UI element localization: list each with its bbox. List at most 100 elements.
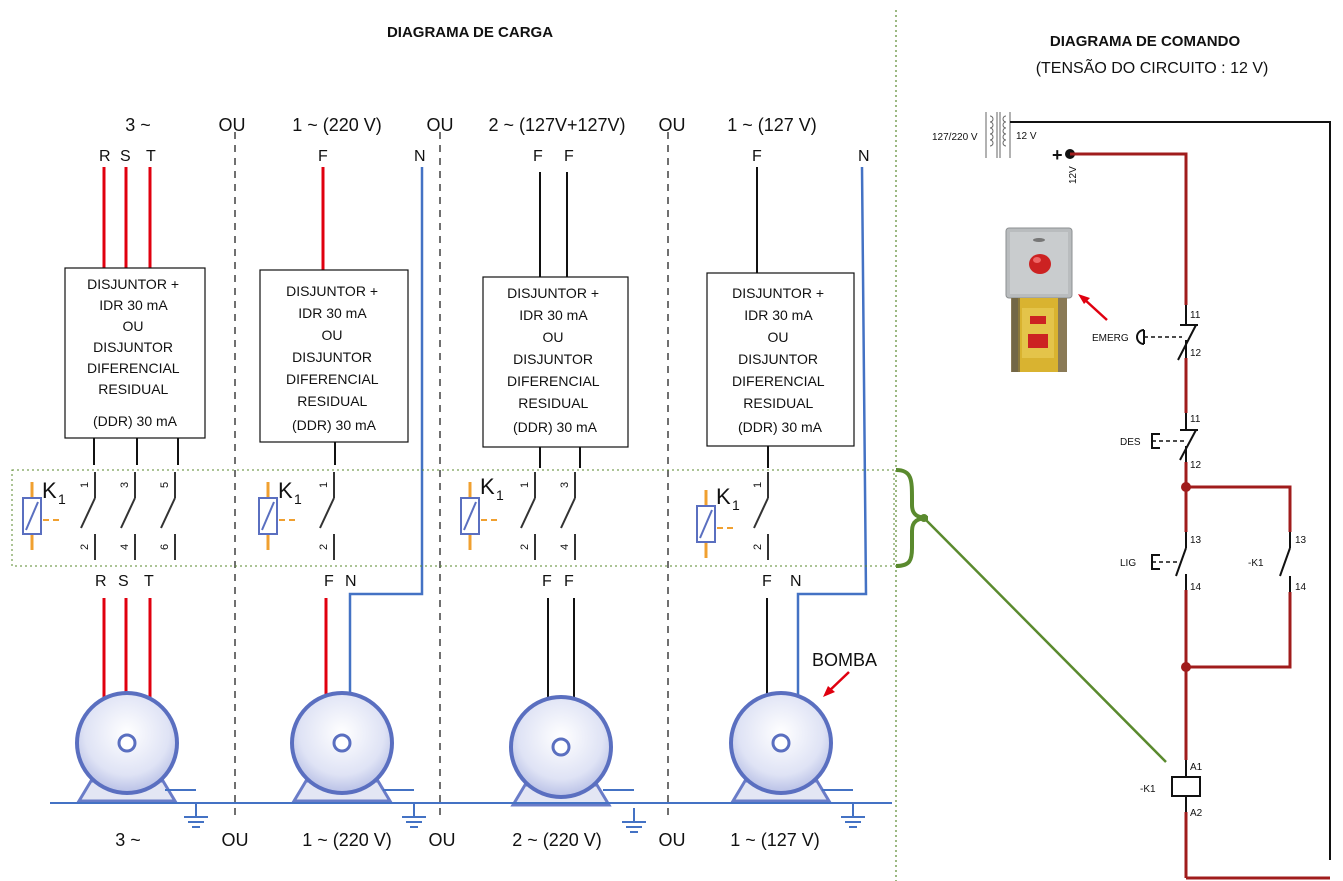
footer-3ph: 3 ~ [115,830,141,850]
breaker-box-2ph: DISJUNTOR + IDR 30 mA OU DISJUNTOR DIFER… [482,276,629,448]
svg-text:K: K [716,484,731,509]
junction-node [1181,482,1191,492]
column-separators [234,132,669,820]
label-f: F [564,148,574,165]
svg-text:11: 11 [1190,414,1201,425]
pump-label: BOMBA [812,650,877,670]
svg-text:K: K [278,478,293,503]
footer-ou-2: OU [429,830,456,850]
header-2ph-127: 2 ~ (127V+127V) [488,115,625,135]
svg-text:1: 1 [732,497,740,513]
motor-2ph [509,695,613,807]
header-3ph: 3 ~ [125,115,151,135]
contactor-band [11,469,895,567]
breaker-box-1ph-127: DISJUNTOR + IDR 30 mA OU DISJUNTOR DIFER… [706,272,855,447]
k1-aux-label: -K1 [1248,558,1264,569]
svg-text:2: 2 [519,544,531,550]
contactor-3ph: K 1 1 3 5 2 4 6 [21,471,176,561]
label-r: R [99,148,111,165]
footer-ou-3: OU [659,830,686,850]
svg-text:3: 3 [119,482,131,488]
top-terminal-labels: R S T F N F F F N [99,148,870,165]
svg-text:3: 3 [559,482,571,488]
svg-text:127/220 V: 127/220 V [932,132,978,143]
label-n: N [345,573,357,590]
svg-text:13: 13 [1190,535,1202,546]
svg-text:A2: A2 [1190,808,1203,819]
label-f: F [318,148,328,165]
svg-text:4: 4 [119,544,131,550]
ground-symbols [165,789,866,833]
svg-text:K: K [480,474,495,499]
svg-text:DISJUNTOR + IDR 30 mA: DISJUNTOR + IDR 30 mA OU DISJUNTOR DIFER… [732,285,828,435]
svg-text:A1: A1 [1190,762,1203,773]
label-s: S [120,148,131,165]
svg-text:1: 1 [519,482,531,488]
contactor-1ph-127: K 1 1 2 [695,471,769,561]
header-1ph-220: 1 ~ (220 V) [292,115,382,135]
label-n: N [790,573,802,590]
contactor-2ph: K 1 1 3 2 4 [459,471,576,561]
footer-ou-1: OU [222,830,249,850]
label-f: F [752,148,762,165]
footer-2ph-220: 2 ~ (220 V) [512,830,602,850]
header-1ph-127: 1 ~ (127 V) [727,115,817,135]
load-diagram-title: DIAGRAMA DE CARGA [387,24,553,41]
label-t: T [144,573,154,590]
emergency-stop: EMERG 11 12 [1092,305,1202,361]
top-headers: 3 ~ OU 1 ~ (220 V) OU 2 ~ (127V+127V) OU… [125,115,817,135]
svg-text:K: K [42,478,57,503]
svg-text:DISJUNTOR + IDR 30 mA: DISJUNTOR + IDR 30 mA OU DISJUNTOR DIFER… [286,283,382,433]
motor-1ph-127 [729,691,833,803]
svg-text:1: 1 [294,491,302,507]
header-ou-2: OU [427,115,454,135]
svg-text:1: 1 [318,482,330,488]
motor-3ph [75,691,179,803]
svg-text:2: 2 [752,544,764,550]
supply-label: 12V [1068,166,1079,184]
breaker-to-contactor-wires [93,438,769,468]
bottom-terminal-labels: R S T F N F F F N [95,573,802,590]
svg-text:DISJUNTOR + IDR 30 mA: DISJUNTOR + IDR 30 mA OU DISJUNTOR DIFER… [87,276,183,429]
header-ou-1: OU [219,115,246,135]
svg-text:1: 1 [496,487,504,503]
svg-text:2: 2 [318,544,330,550]
footer-1ph-220: 1 ~ (220 V) [302,830,392,850]
svg-text:14: 14 [1190,582,1202,593]
pump-arrow-icon [823,671,850,697]
junction-node [1181,662,1191,672]
svg-text:1: 1 [752,482,764,488]
contactor-1ph-220: K 1 1 2 [257,471,335,561]
emergency-button-photo [1005,227,1073,372]
svg-text:12: 12 [1190,348,1202,359]
coil-label: -K1 [1140,784,1156,795]
label-f: F [762,573,772,590]
plus-sign: + [1052,145,1063,165]
svg-text:5: 5 [159,482,171,488]
transformer-icon: 127/220 V 12 V [932,112,1037,158]
label-f: F [564,573,574,590]
breaker-box-3ph: DISJUNTOR + IDR 30 mA OU DISJUNTOR DIFER… [64,267,206,439]
top-wires [102,166,868,695]
breaker-box-1ph-220: DISJUNTOR + IDR 30 mA OU DISJUNTOR DIFER… [259,269,409,443]
coil-link-line [923,517,1167,763]
emerg-label: EMERG [1092,333,1129,344]
label-n: N [858,148,870,165]
svg-text:DISJUNTOR + IDR 30 mA: DISJUNTOR + IDR 30 mA OU DISJUNTOR DIFER… [507,285,603,435]
svg-text:1: 1 [79,482,91,488]
label-t: T [146,148,156,165]
footer-1ph-127: 1 ~ (127 V) [730,830,820,850]
label-f: F [324,573,334,590]
header-ou-3: OU [659,115,686,135]
k1-aux-contact: -K1 13 14 [1248,532,1307,593]
svg-text:12 V: 12 V [1016,131,1037,142]
motor-1ph-220 [290,691,394,803]
command-diagram-subtitle: (TENSÃO DO CIRCUITO : 12 V) [1036,57,1269,77]
svg-text:13: 13 [1295,535,1307,546]
photo-arrow-icon [1078,294,1108,321]
svg-text:2: 2 [79,544,91,550]
start-button: LIG 13 14 [1120,532,1202,593]
svg-text:12: 12 [1190,460,1202,471]
label-f: F [533,148,543,165]
